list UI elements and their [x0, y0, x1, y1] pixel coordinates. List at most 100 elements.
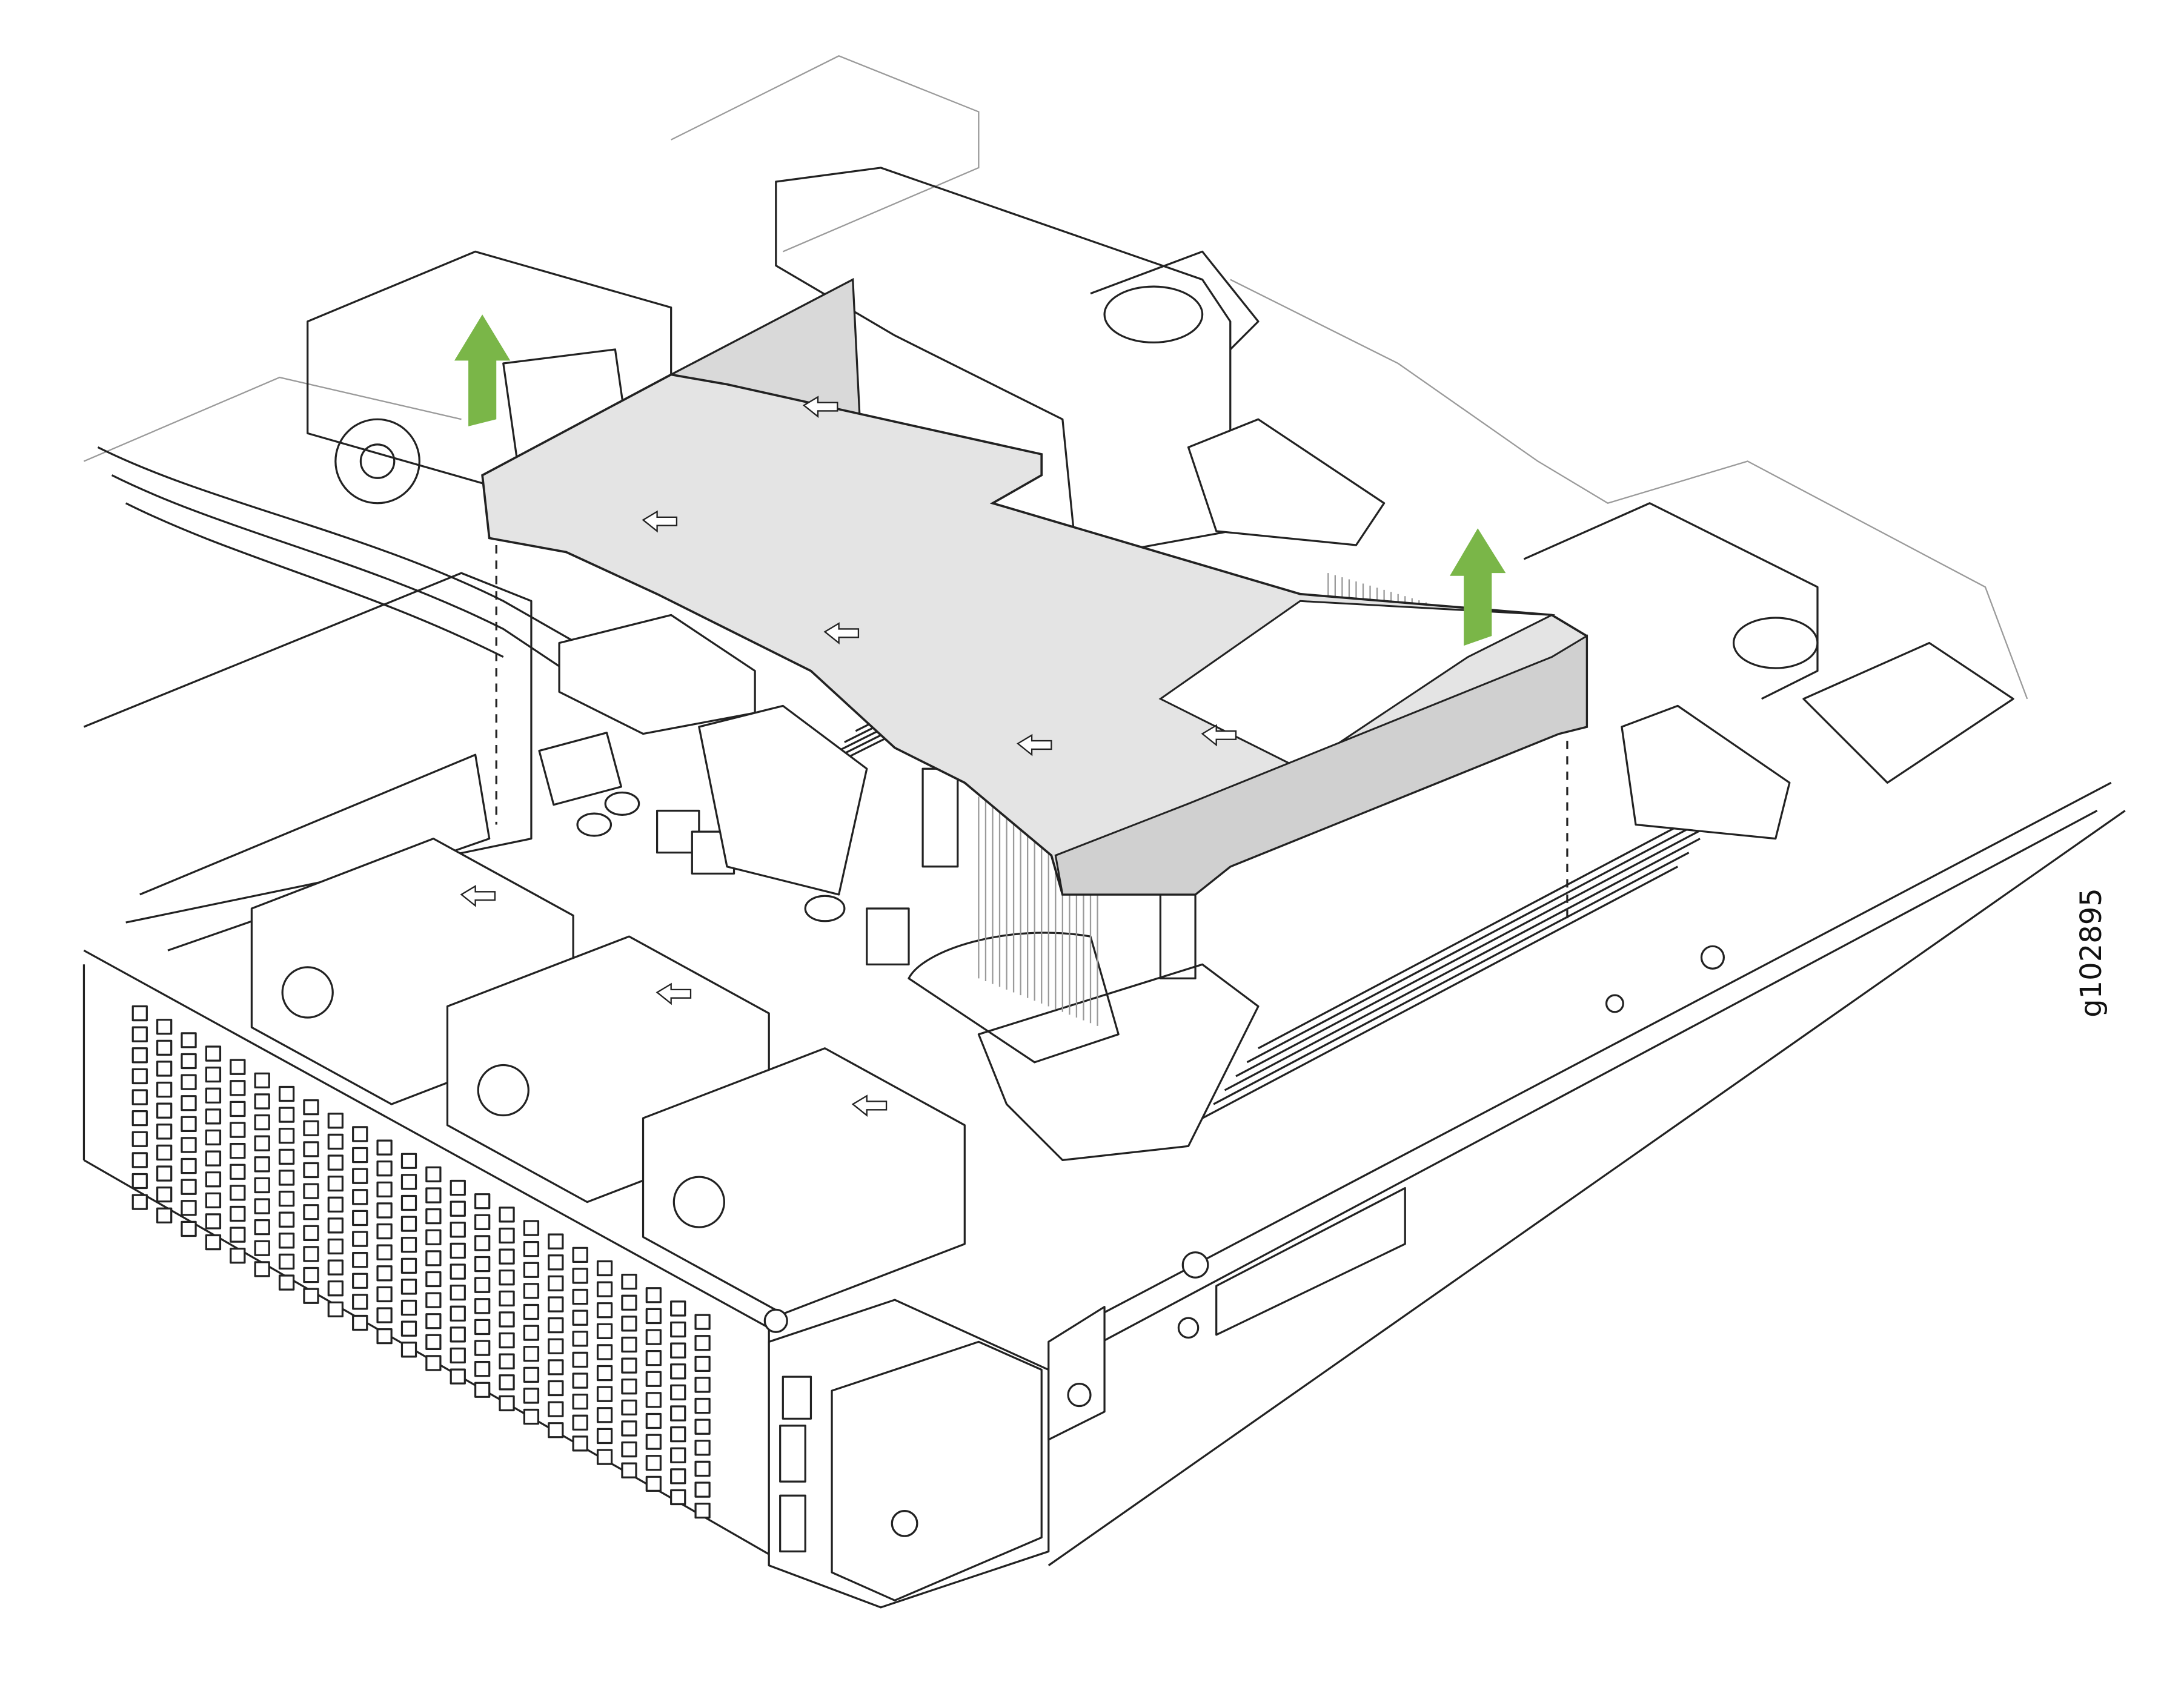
vent-hole: [670, 1300, 686, 1317]
airflow-arrow-icon: [460, 885, 496, 907]
vent-hole: [670, 1405, 686, 1422]
vent-hole: [694, 1440, 711, 1456]
vent-hole: [474, 1235, 491, 1251]
dimm-slot: [1258, 795, 1735, 1050]
fan-hub: [477, 1064, 529, 1117]
vent-hole: [352, 1252, 368, 1268]
vent-hole: [156, 1165, 173, 1182]
vent-hole: [670, 1468, 686, 1485]
vent-hole: [596, 1260, 613, 1277]
vent-hole: [181, 1053, 197, 1070]
vent-hole: [645, 1434, 662, 1450]
vent-hole: [230, 1205, 246, 1222]
vent-hole: [205, 1192, 222, 1208]
air-duct[interactable]: [481, 277, 1588, 896]
fan-module: [642, 1047, 966, 1315]
vent-hole: [523, 1220, 540, 1236]
vent-hole: [156, 1061, 173, 1077]
vent-hole: [156, 1019, 173, 1035]
lift-up-arrow-icon: [454, 314, 511, 426]
vent-hole: [425, 1208, 442, 1225]
dimm-latches: [698, 418, 1791, 896]
vent-hole: [131, 1173, 148, 1190]
vent-hole: [400, 1320, 417, 1337]
vent-hole: [352, 1210, 368, 1226]
vent-hole: [670, 1342, 686, 1359]
vent-hole: [278, 1274, 295, 1291]
vent-hole: [474, 1277, 491, 1293]
airflow-arrow-icon: [823, 622, 860, 644]
vent-hole: [621, 1294, 637, 1311]
vent-hole: [450, 1347, 466, 1364]
vent-hole: [450, 1284, 466, 1301]
power-button-icon: [891, 1510, 918, 1537]
vent-hole: [621, 1379, 637, 1395]
airflow-arrow-icon: [851, 1094, 888, 1117]
vent-hole: [230, 1143, 246, 1159]
vent-hole: [621, 1420, 637, 1437]
vent-hole: [205, 1150, 222, 1167]
vent-hole: [450, 1179, 466, 1196]
vent-hole: [278, 1253, 295, 1270]
vent-hole: [254, 1261, 270, 1277]
vent-hole: [670, 1363, 686, 1380]
vent-hole: [474, 1256, 491, 1273]
front-fan-modules: [250, 838, 966, 1315]
vent-hole: [645, 1329, 662, 1345]
vent-hole: [376, 1181, 393, 1197]
vent-hole: [156, 1102, 173, 1119]
vent-hole: [621, 1462, 637, 1478]
vent-hole: [254, 1156, 270, 1173]
vent-hole: [670, 1384, 686, 1401]
vent-hole: [425, 1166, 442, 1183]
vent-hole: [499, 1290, 515, 1306]
vent-hole: [327, 1154, 344, 1171]
vent-hole: [572, 1246, 588, 1263]
vent-hole: [621, 1441, 637, 1458]
vent-hole: [621, 1399, 637, 1415]
vent-hole: [278, 1085, 295, 1102]
vent-hole: [400, 1237, 417, 1253]
vent-hole: [278, 1128, 295, 1144]
vent-hole: [694, 1460, 711, 1477]
vent-hole: [376, 1328, 393, 1345]
air-duct-front-flange: [1054, 634, 1588, 896]
vent-hole: [230, 1163, 246, 1180]
vent-hole: [303, 1225, 319, 1242]
vent-hole: [352, 1314, 368, 1331]
vent-hole: [523, 1240, 540, 1257]
vent-hole: [523, 1346, 540, 1362]
vent-hole: [621, 1316, 637, 1332]
vent-hole: [645, 1308, 662, 1325]
vent-hole: [572, 1309, 588, 1326]
vent-hole: [474, 1382, 491, 1398]
vent-hole: [352, 1147, 368, 1163]
airflow-arrow-icon: [642, 510, 678, 533]
vent-hole: [181, 1095, 197, 1111]
vent-hole: [254, 1093, 270, 1110]
vent-hole: [156, 1124, 173, 1140]
vent-hole: [156, 1144, 173, 1161]
vent-hole: [694, 1418, 711, 1435]
vent-hole: [499, 1395, 515, 1412]
vent-hole: [131, 1068, 148, 1085]
vent-hole: [131, 1026, 148, 1042]
vent-hole: [572, 1288, 588, 1305]
vent-hole: [303, 1141, 319, 1157]
vent-hole: [181, 1200, 197, 1216]
vent-hole: [303, 1099, 319, 1116]
vent-hole: [474, 1361, 491, 1377]
vent-hole: [205, 1171, 222, 1188]
vent-hole: [327, 1175, 344, 1192]
vent-hole: [670, 1489, 686, 1506]
vent-hole: [572, 1372, 588, 1389]
vent-hole: [548, 1254, 564, 1271]
vent-hole: [425, 1271, 442, 1288]
vent-hole: [694, 1355, 711, 1372]
vent-hole: [205, 1129, 222, 1146]
vent-hole: [548, 1422, 564, 1438]
vent-hole: [376, 1139, 393, 1156]
airflow-arrow-icon: [802, 396, 838, 419]
vent-hole: [205, 1066, 222, 1083]
